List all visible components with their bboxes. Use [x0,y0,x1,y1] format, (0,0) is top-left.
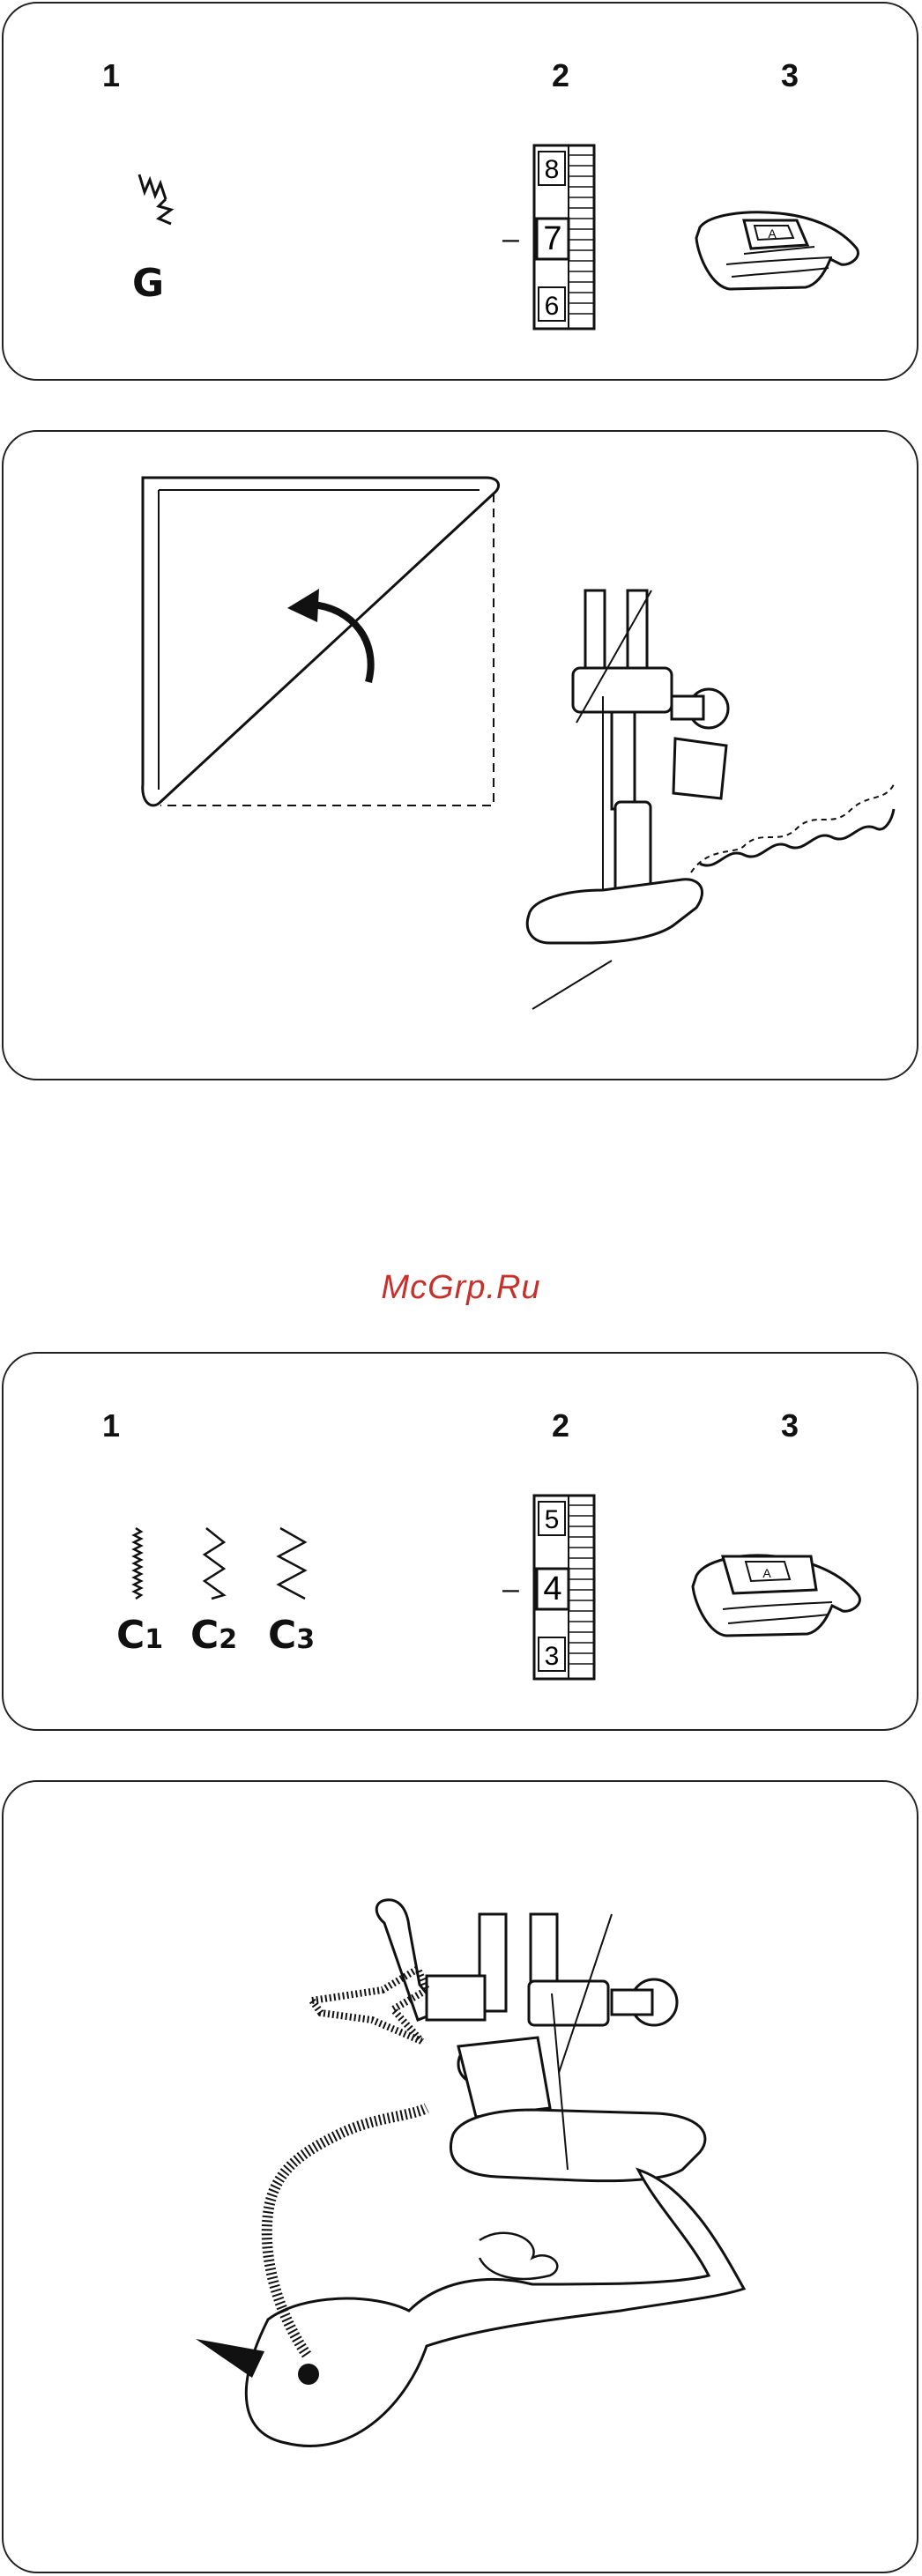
fabric-fold-diagram [4,432,918,1080]
step-number-3: 3 [781,60,799,92]
stitch-label-c2: C2 [190,1616,237,1655]
zigzag-stitch-icons [123,1525,317,1613]
dial-value-top: 8 [545,155,560,184]
illustration-panel-blind-hem [2,430,918,1080]
presser-foot-icon: A [688,1544,873,1650]
dial-value-selected: 4 [543,1570,561,1607]
settings-panel-blind-hem: 1 2 3 G 8 7 6 [2,2,918,381]
svg-text:A: A [768,226,777,241]
stitch-length-dial: 8 7 6 [533,145,595,330]
watermark: McGrp.Ru [0,1269,922,1307]
stitch-label-g: G [132,264,164,303]
step-number-1: 1 [102,60,120,92]
stitch-label-c3: C3 [268,1616,315,1655]
step-number-2: 2 [552,1410,569,1442]
dial-value-top: 5 [545,1505,560,1534]
step-number-3: 3 [781,1410,799,1442]
illustration-panel-applique [2,1780,918,2573]
step-number-2: 2 [552,60,569,92]
applique-sewing-diagram [4,1782,918,2573]
dial-value-selected: 7 [543,220,561,257]
presser-foot-icon: A [691,203,867,308]
settings-panel-applique: 1 2 3 C1 C2 C3 [2,1352,918,1731]
dial-value-bottom: 6 [545,292,560,321]
stitch-width-dial: 5 4 3 [533,1495,595,1680]
stitch-label-c1: C1 [116,1616,163,1655]
dial-marker: – [502,224,519,254]
svg-text:A: A [762,1566,771,1580]
dial-value-bottom: 3 [545,1642,560,1671]
dial-marker: – [502,1574,519,1604]
step-number-1: 1 [102,1410,120,1442]
blind-hem-stitch-icon [136,173,180,234]
